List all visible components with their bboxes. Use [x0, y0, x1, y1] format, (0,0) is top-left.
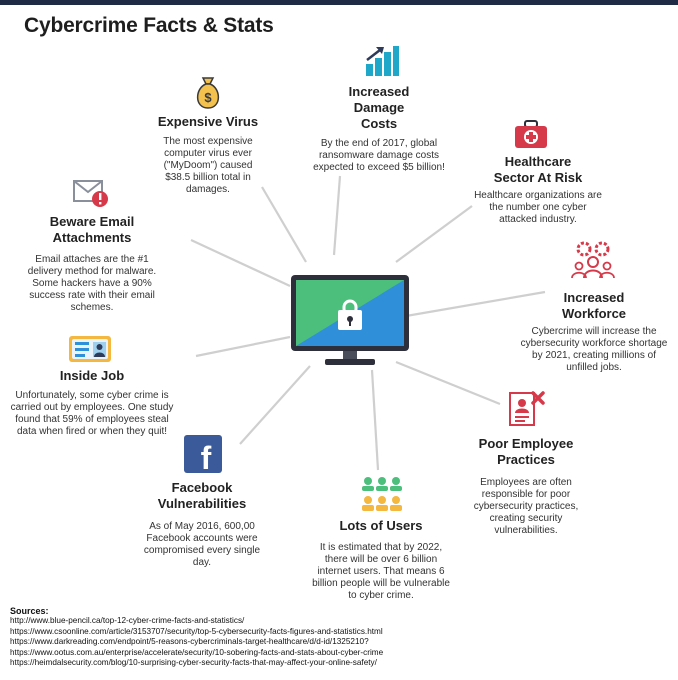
fact-healthcare-sector: Healthcare Sector At Risk Healthcare org…: [470, 154, 606, 226]
users-group-icon: [362, 477, 402, 511]
workforce-gears-icon: [571, 241, 615, 279]
svg-text:$: $: [204, 90, 212, 105]
fact-increased-damage-costs: Increased Damage Costs By the end of 201…: [304, 84, 454, 174]
page-title: Cybercrime Facts & Stats: [24, 14, 274, 37]
fact-text: The most expensive computer virus ever (…: [163, 136, 253, 195]
sources-section: Sources: http://www.blue-pencil.ca/top-1…: [10, 606, 670, 668]
facebook-glyph: f: [201, 440, 212, 473]
bar-chart-icon: [366, 46, 399, 76]
fact-expensive-virus: Expensive Virus The most expensive compu…: [144, 114, 272, 196]
fact-title: Expensive Virus: [157, 114, 259, 129]
fact-text: Cybercrime will increase the cybersecuri…: [520, 326, 668, 373]
fact-text: Healthcare organizations are the number …: [474, 190, 602, 225]
monitor-lock-icon: [291, 275, 409, 365]
medical-kit-icon: [515, 120, 547, 148]
fact-text: By the end of 2017, global ransomware da…: [313, 138, 445, 173]
fact-title: Increased Damage Costs: [348, 84, 410, 131]
fact-text: Unfortunately, some cyber crime is carri…: [10, 390, 174, 437]
sources-label: Sources:: [10, 606, 49, 616]
fact-facebook-vulnerabilities: Facebook Vulnerabilities As of May 2016,…: [126, 480, 278, 569]
top-banner: [0, 0, 678, 5]
fact-poor-employee-practices: Poor Employee Practices Employees are of…: [464, 436, 588, 537]
source-link[interactable]: https://www.csoonline.com/article/315370…: [10, 626, 383, 636]
fact-title: Inside Job: [59, 368, 125, 383]
fact-title: Poor Employee Practices: [478, 436, 574, 467]
email-warning-icon: [73, 180, 108, 207]
fact-text: As of May 2016, 600,00 Facebook accounts…: [143, 521, 261, 568]
source-link[interactable]: https://www.ootus.com.au/enterprise/acce…: [10, 647, 384, 657]
fact-text: Employees are often responsible for poor…: [473, 477, 579, 536]
fact-text: It is estimated that by 2022, there will…: [312, 542, 450, 601]
money-bag-icon: $: [196, 77, 220, 109]
fact-increased-workforce: Increased Workforce Cybercrime will incr…: [518, 290, 670, 374]
fact-title: Healthcare Sector At Risk: [493, 154, 583, 185]
document-error-icon: [509, 391, 545, 426]
fact-title: Facebook Vulnerabilities: [157, 480, 247, 511]
id-card-icon: [69, 336, 111, 362]
facebook-icon: f: [184, 435, 222, 473]
source-link[interactable]: https://www.darkreading.com/endpoint/5-r…: [10, 637, 369, 647]
fact-text: Email attaches are the #1 delivery metho…: [27, 254, 157, 313]
fact-title: Lots of Users: [339, 518, 423, 533]
fact-inside-job: Inside Job Unfortunately, some cyber cri…: [7, 368, 177, 438]
source-link[interactable]: http://www.blue-pencil.ca/top-12-cyber-c…: [10, 616, 245, 626]
fact-title: Beware Email Attachments: [49, 214, 135, 245]
fact-lots-of-users: Lots of Users It is estimated that by 20…: [306, 518, 456, 602]
fact-title: Increased Workforce: [561, 290, 627, 321]
fact-email-attachments: Beware Email Attachments Email attaches …: [22, 214, 162, 314]
source-link[interactable]: https://heimdalsecurity.com/blog/10-surp…: [10, 658, 377, 668]
